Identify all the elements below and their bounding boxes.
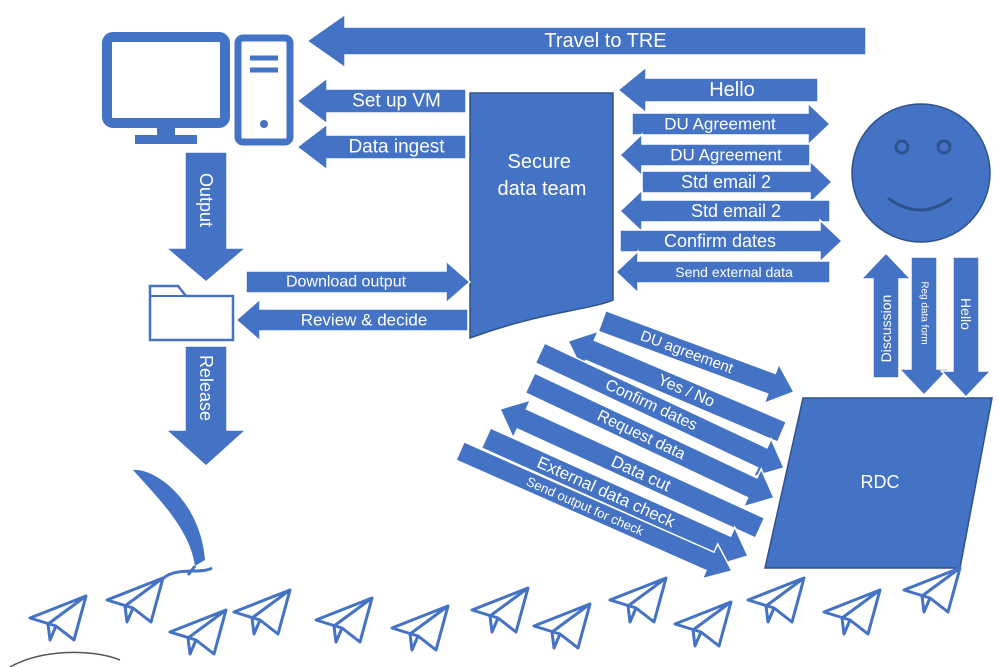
arrow-label: Output: [196, 173, 216, 227]
quill-pen-icon: [133, 469, 213, 583]
paper-plane-icon: [532, 602, 592, 650]
arrow-label: Discussion: [878, 295, 894, 363]
arrow-confirm-dates-1: Confirm dates: [619, 218, 844, 264]
arrow-du-agreement-2: DU Agreement: [618, 132, 811, 178]
paper-plane-icon: [608, 576, 668, 624]
paper-plane-icon: [28, 594, 88, 642]
arrow-std-email-2: Std email 2: [618, 188, 831, 234]
arrow-label: Std email 2: [681, 172, 771, 192]
arrow-data-ingest: Data ingest: [295, 122, 467, 172]
paper-plane-icon: [390, 604, 450, 652]
paper-plane-icon: [822, 588, 882, 636]
arrow-label: DU Agreement: [670, 146, 782, 165]
paper-plane-icon: [673, 600, 733, 648]
secure-data-team-node: Secure data team: [469, 92, 614, 340]
arrow-discussion: Discussion: [859, 251, 913, 379]
smiley-face-icon: [851, 103, 991, 243]
scribble-mark: [9, 651, 121, 667]
arrow-label: Confirm dates: [664, 231, 776, 251]
arrow-label: Send external data: [675, 264, 793, 280]
arrow-du-agreement-1: DU Agreement: [631, 101, 832, 147]
arrow-output: Output: [164, 151, 248, 283]
arrow-label: Hello: [709, 79, 755, 101]
arrow-set-up-vm: Set up VM: [295, 76, 467, 126]
arrow-label: Data ingest: [348, 137, 445, 158]
paper-plane-icon: [902, 566, 962, 614]
arrow-reg-data-form: Reg data form: [897, 256, 951, 397]
monitor-icon: [102, 32, 230, 144]
arrow-send-external-data: Send external data: [614, 249, 831, 295]
paper-plane-icon: [168, 608, 228, 656]
computer-tower-icon: [234, 34, 294, 146]
arrow-label: Reg data form: [919, 281, 930, 344]
arrow-download-output: Download output: [245, 259, 472, 305]
arrow-label: DU Agreement: [664, 115, 776, 134]
folder-icon: [148, 284, 235, 342]
paper-plane-icon: [470, 586, 530, 634]
arrow-label: Review & decide: [301, 311, 428, 330]
rdc-node: RDC: [764, 397, 993, 569]
secure-data-team-label: Secure data team: [498, 151, 587, 200]
arrow-std-email-1: Std email 2: [641, 159, 834, 205]
rdc-label: RDC: [861, 472, 900, 492]
arrow-label: Hello: [958, 298, 974, 330]
paper-plane-icon: [314, 596, 374, 644]
arrow-release: Release: [164, 345, 248, 468]
arrow-label: Release: [196, 355, 216, 421]
arrow-review-decide: Review & decide: [234, 297, 469, 343]
arrow-label: Set up VM: [352, 91, 441, 112]
arrow-travel-to-tre: Travel to TRE: [305, 12, 867, 70]
paper-plane-icon: [746, 576, 806, 624]
paper-plane-icon: [105, 576, 165, 624]
arrow-hello-1: Hello: [616, 65, 819, 115]
paper-plane-icon: [232, 588, 292, 636]
arrow-label: Std email 2: [691, 201, 781, 221]
arrow-hello-2: Hello: [939, 256, 993, 399]
arrow-label: Travel to TRE: [544, 30, 666, 52]
arrow-label: Download output: [286, 274, 407, 291]
